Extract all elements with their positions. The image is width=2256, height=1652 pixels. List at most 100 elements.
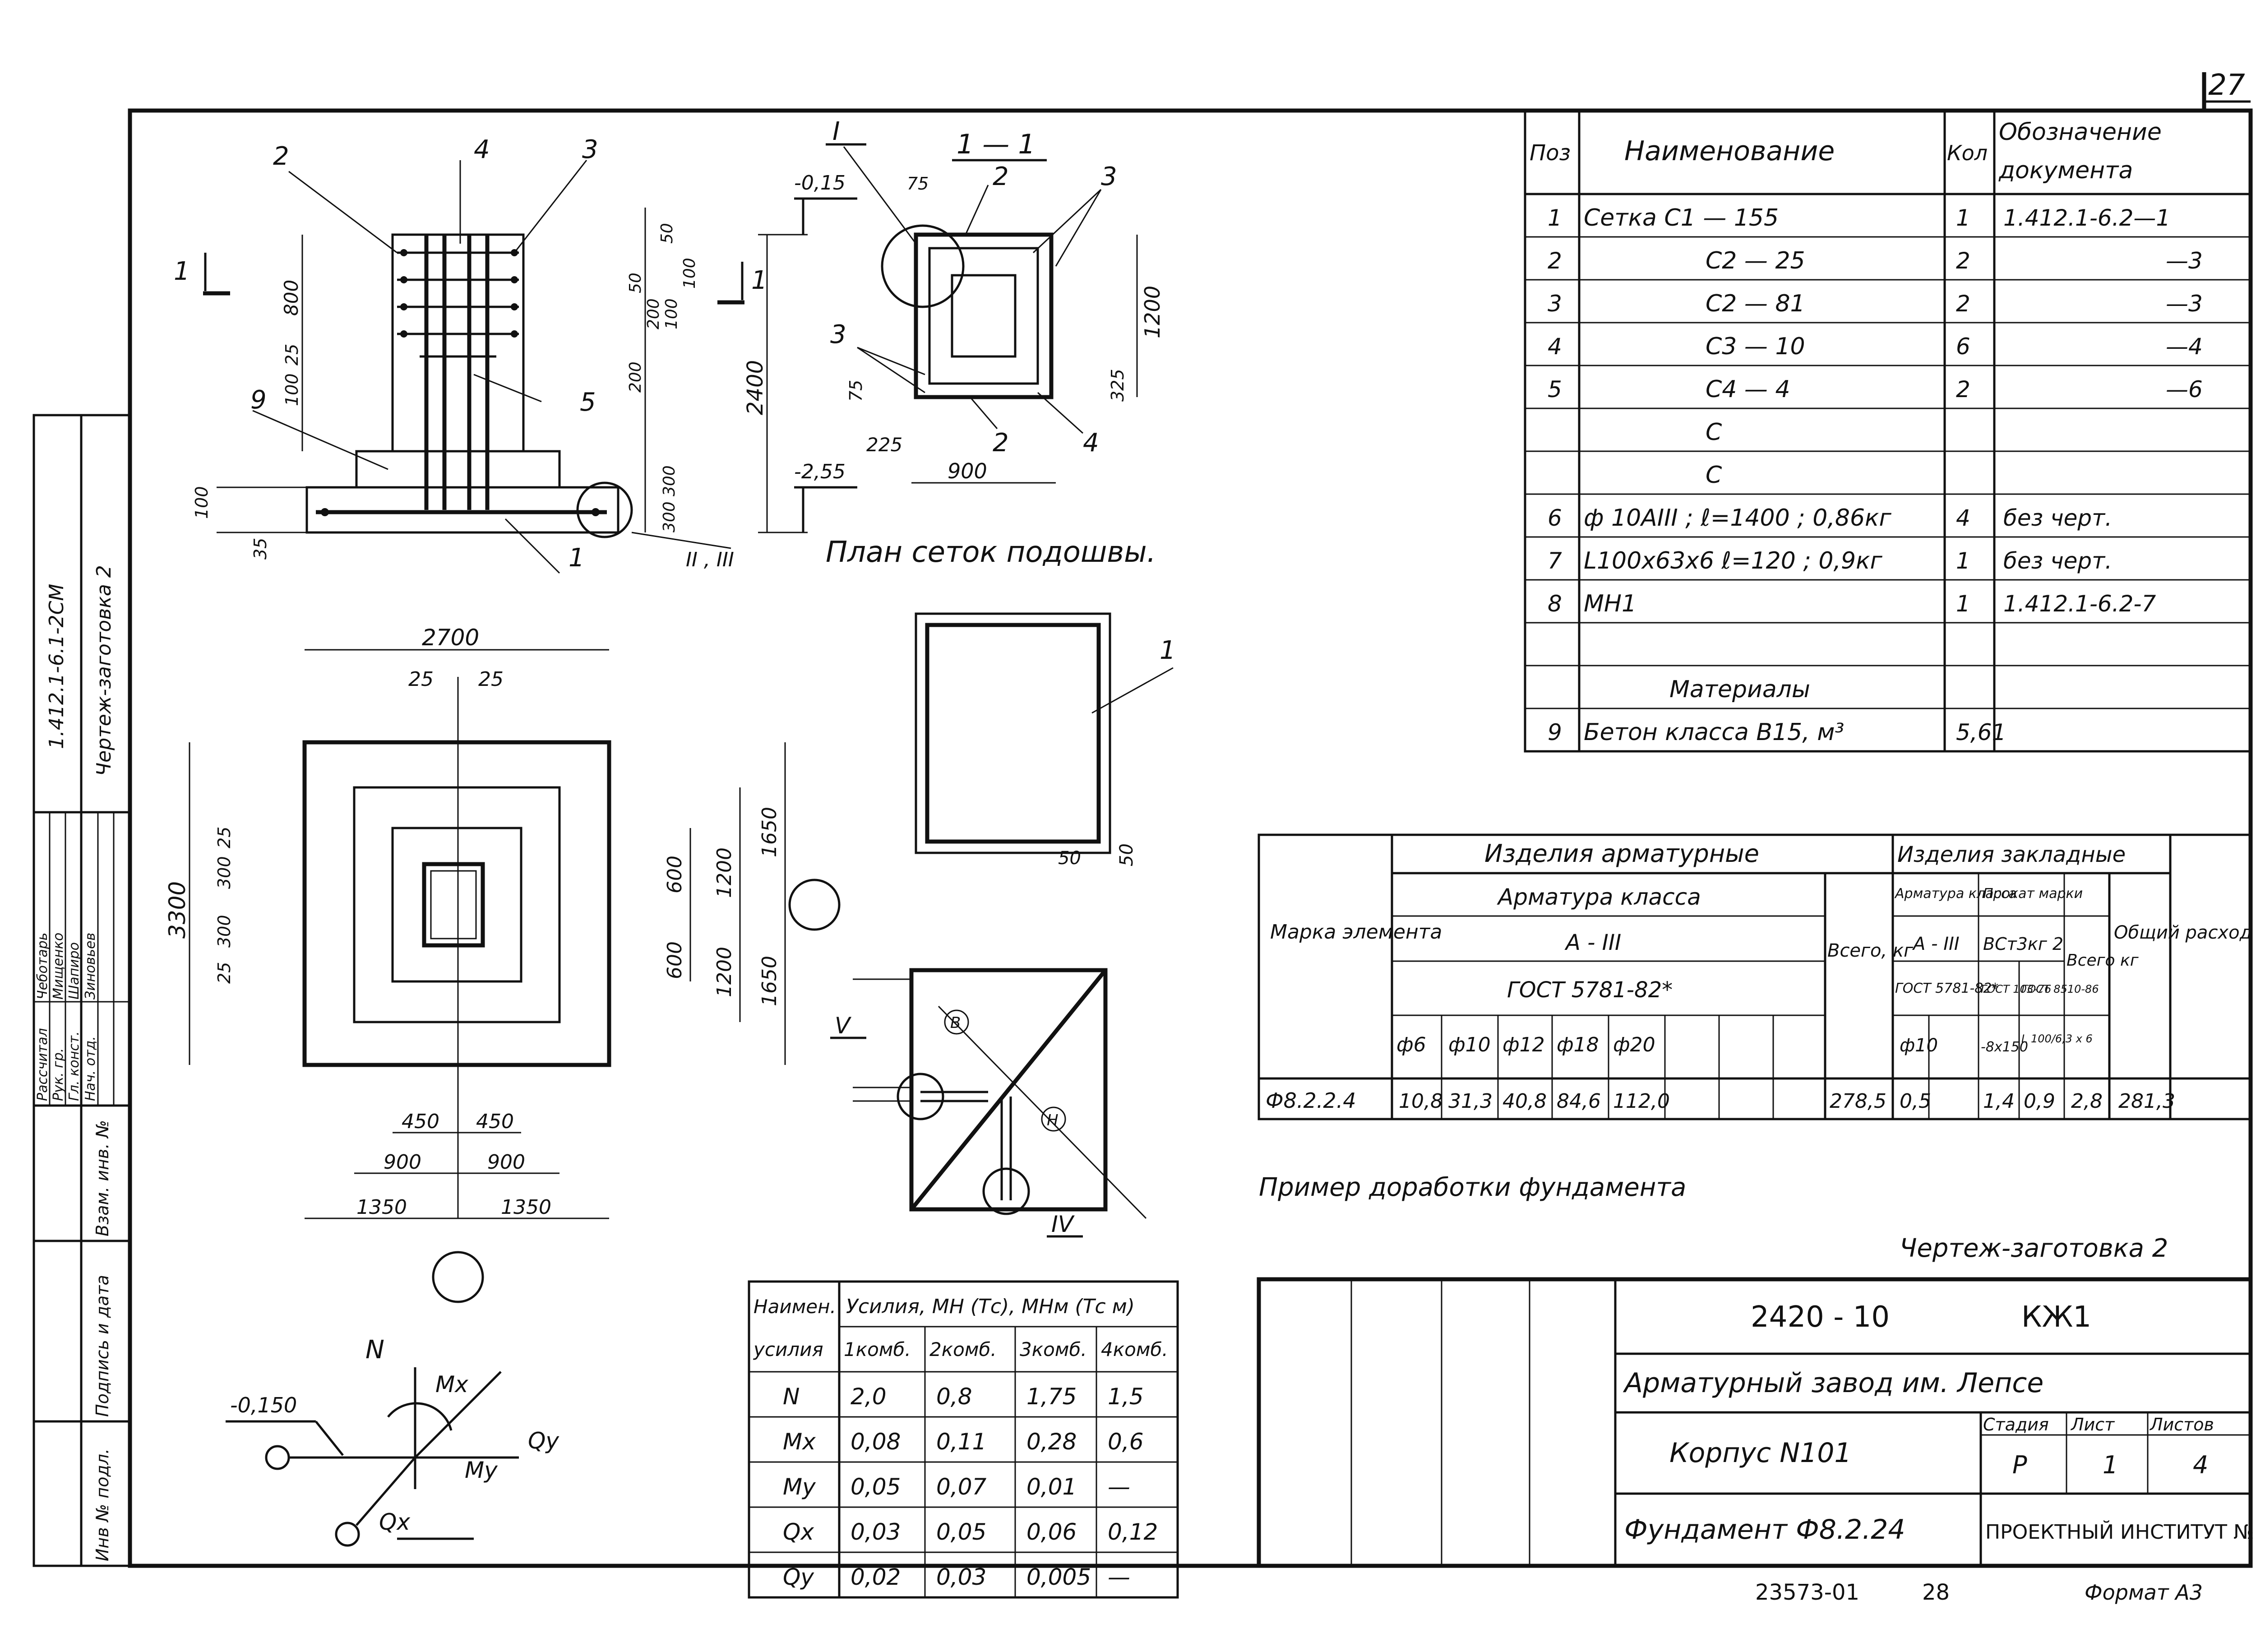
mesh-detail: 1 50 50 (915, 612, 1176, 869)
steel-rolled-size-a: -8x150 (1981, 1039, 2028, 1055)
plan-dim-left-25: 25 (214, 827, 234, 848)
spec-cell-qty: 2 (1956, 291, 1970, 317)
sheet-format: Формат А3 (2085, 1580, 2203, 1605)
spec-cell-pos: 9 (1548, 719, 1562, 745)
spec-cell-name: С (1706, 462, 1722, 489)
section-dim-225: 225 (866, 434, 902, 456)
spec-header-name: Наименование (1624, 135, 1835, 167)
spec-cell-doc: без черт. (2003, 505, 2112, 531)
side-role-4: Нач. отд. (83, 1036, 98, 1101)
steel-dia-header: ф6 (1396, 1033, 1426, 1056)
elev-dim-200a: 200 (644, 298, 663, 329)
steel-row-value: 0,5 (1900, 1090, 1931, 1113)
steel-rebar-class-title: Арматура класса (1497, 884, 1701, 910)
plan-dim-900b: 900 (487, 1151, 525, 1174)
steel-row-value: 1,4 (1983, 1090, 2015, 1113)
spec-cell-pos: 8 (1548, 591, 1562, 617)
loads-row-name: My (783, 1474, 816, 1500)
steel-row-value: 2,8 (2071, 1090, 2103, 1113)
spec-cell-pos: 2 (1548, 248, 1562, 274)
side-role-1: Рассчитал (35, 1028, 51, 1101)
side-label-sign: Подпись и дата (92, 1275, 112, 1417)
loads-header-name: Наимен. (754, 1296, 836, 1318)
drawing-sheet-number: 28 (1922, 1580, 1950, 1605)
steel-row-value: 31,3 (1448, 1090, 1493, 1113)
section-callout-4: 4 (1083, 428, 1099, 458)
steel-rolled-gost-a: ГОСТ 103-76 (1981, 983, 2051, 995)
spec-cell-qty: 6 (1956, 333, 1970, 360)
elev-dim-50b: 50 (626, 273, 645, 293)
steel-embed-rebar: Арматура класса (1894, 886, 2017, 902)
plan-dim-1350b: 1350 (501, 1196, 551, 1219)
spec-cell-name: Материалы (1669, 676, 1810, 703)
loads-cell: 0,07 (936, 1474, 987, 1500)
spec-cell-name: С2 — 25 (1706, 247, 1805, 274)
steel-embed-class: А - III (1912, 934, 1960, 954)
steel-rolled: Прокат марки (1983, 886, 2083, 902)
elev-dim-800: 800 (280, 280, 302, 316)
loads-cell: 2,0 (851, 1384, 887, 1410)
section-title: 1 — 1 (957, 129, 1036, 160)
spec-cell-name: С4 — 4 (1706, 376, 1790, 403)
loads-cell: 0,12 (1108, 1519, 1158, 1545)
mesh-callout: 1 (1160, 636, 1176, 665)
steel-marka: Марка элемента (1270, 921, 1442, 944)
steel-grand-total: Общий расход кг (2114, 922, 2256, 943)
mesh-dim-50b: 50 (1116, 843, 1137, 866)
plan-dim-450b: 450 (476, 1110, 514, 1133)
load-scheme: N Mx Qy My Qx -0,150 (226, 1335, 559, 1547)
spec-cell-doc: —4 (2166, 333, 2203, 360)
loads-cell: 0,03 (851, 1519, 901, 1545)
elev-dim-200b: 200 (626, 361, 645, 393)
loads-cell: 0,11 (936, 1429, 986, 1455)
spec-header-pos: Поз (1530, 140, 1571, 166)
blank-caption: Чертеж-заготовка 2 (1900, 1234, 2168, 1263)
spec-cell-name: Бетон класса В15, м³ (1584, 719, 1844, 746)
section-dim-325: 325 (1108, 369, 1128, 402)
plan-dim-1650a: 1650 (758, 807, 781, 857)
loads-cell: 0,05 (936, 1519, 986, 1545)
callout-4: 4 (474, 135, 490, 164)
elev-dim-35: 35 (250, 538, 270, 560)
spec-cell-qty: 1 (1956, 591, 1970, 617)
elev-dim-100: 100 (282, 373, 302, 406)
spec-cell-doc: 1.412.1-6.2-7 (2003, 591, 2156, 617)
title-mark: КЖ1 (2021, 1300, 2091, 1334)
spec-cell-qty: 2 (1956, 248, 1970, 274)
steel-embed-dia: ф10 (1900, 1035, 1938, 1056)
loads-combo: 2комб. (929, 1338, 997, 1360)
side-name-2: Мищенко (51, 933, 66, 1000)
plan-dim-450a: 450 (402, 1110, 439, 1133)
section-callout-3a: 3 (1101, 162, 1117, 191)
section-dim-75b: 75 (846, 380, 866, 402)
spec-cell-doc: —3 (2166, 248, 2203, 274)
spec-cell-name: МН1 (1584, 590, 1637, 617)
side-doc-title: Чертеж-заготовка 2 (92, 565, 116, 776)
section-detail-mark: I (832, 117, 840, 146)
steel-row-value: 278,5 (1830, 1090, 1886, 1113)
detail-4-5: В Н V IV (830, 968, 1147, 1238)
plan-dim-600b: 600 (663, 941, 686, 979)
steel-rebar-class: А - III (1564, 930, 1621, 955)
detail-mark-2-3: II , III (686, 548, 734, 571)
spec-cell-pos: 6 (1548, 505, 1562, 531)
title-sheets: 4 (2193, 1451, 2208, 1479)
title-institute: ПРОЕКТНЫЙ ИНСТИТУТ №1 (1985, 1520, 2256, 1544)
loads-cell: 0,28 (1026, 1429, 1077, 1455)
detail-mark-iv: IV (1051, 1211, 1075, 1237)
spec-cell-name: С3 — 10 (1706, 333, 1805, 360)
title-object: Корпус N101 (1669, 1437, 1852, 1469)
loads-cell: 0,06 (1026, 1519, 1077, 1545)
plan-meshes-caption: План сеток подошвы. (826, 536, 1156, 569)
steel-table: Марка элемента Изделия арматурные Армату… (1257, 833, 2256, 1120)
spec-header-doc-2: документа (1998, 157, 2133, 184)
loads-cell: 0,08 (851, 1429, 901, 1455)
plan-height: 3300 (164, 881, 190, 939)
plan-view: 2700 25 25 3300 25 300 300 25 600 600 12… (164, 625, 841, 1303)
elevation-view: 2 4 3 9 5 1 II , III 1 1 800 100 25 100 … (174, 135, 857, 574)
loads-cell: 0,01 (1026, 1474, 1077, 1500)
callout-5: 5 (580, 388, 596, 417)
scheme-qy: Qy (528, 1428, 559, 1454)
callout-9: 9 (250, 385, 267, 415)
